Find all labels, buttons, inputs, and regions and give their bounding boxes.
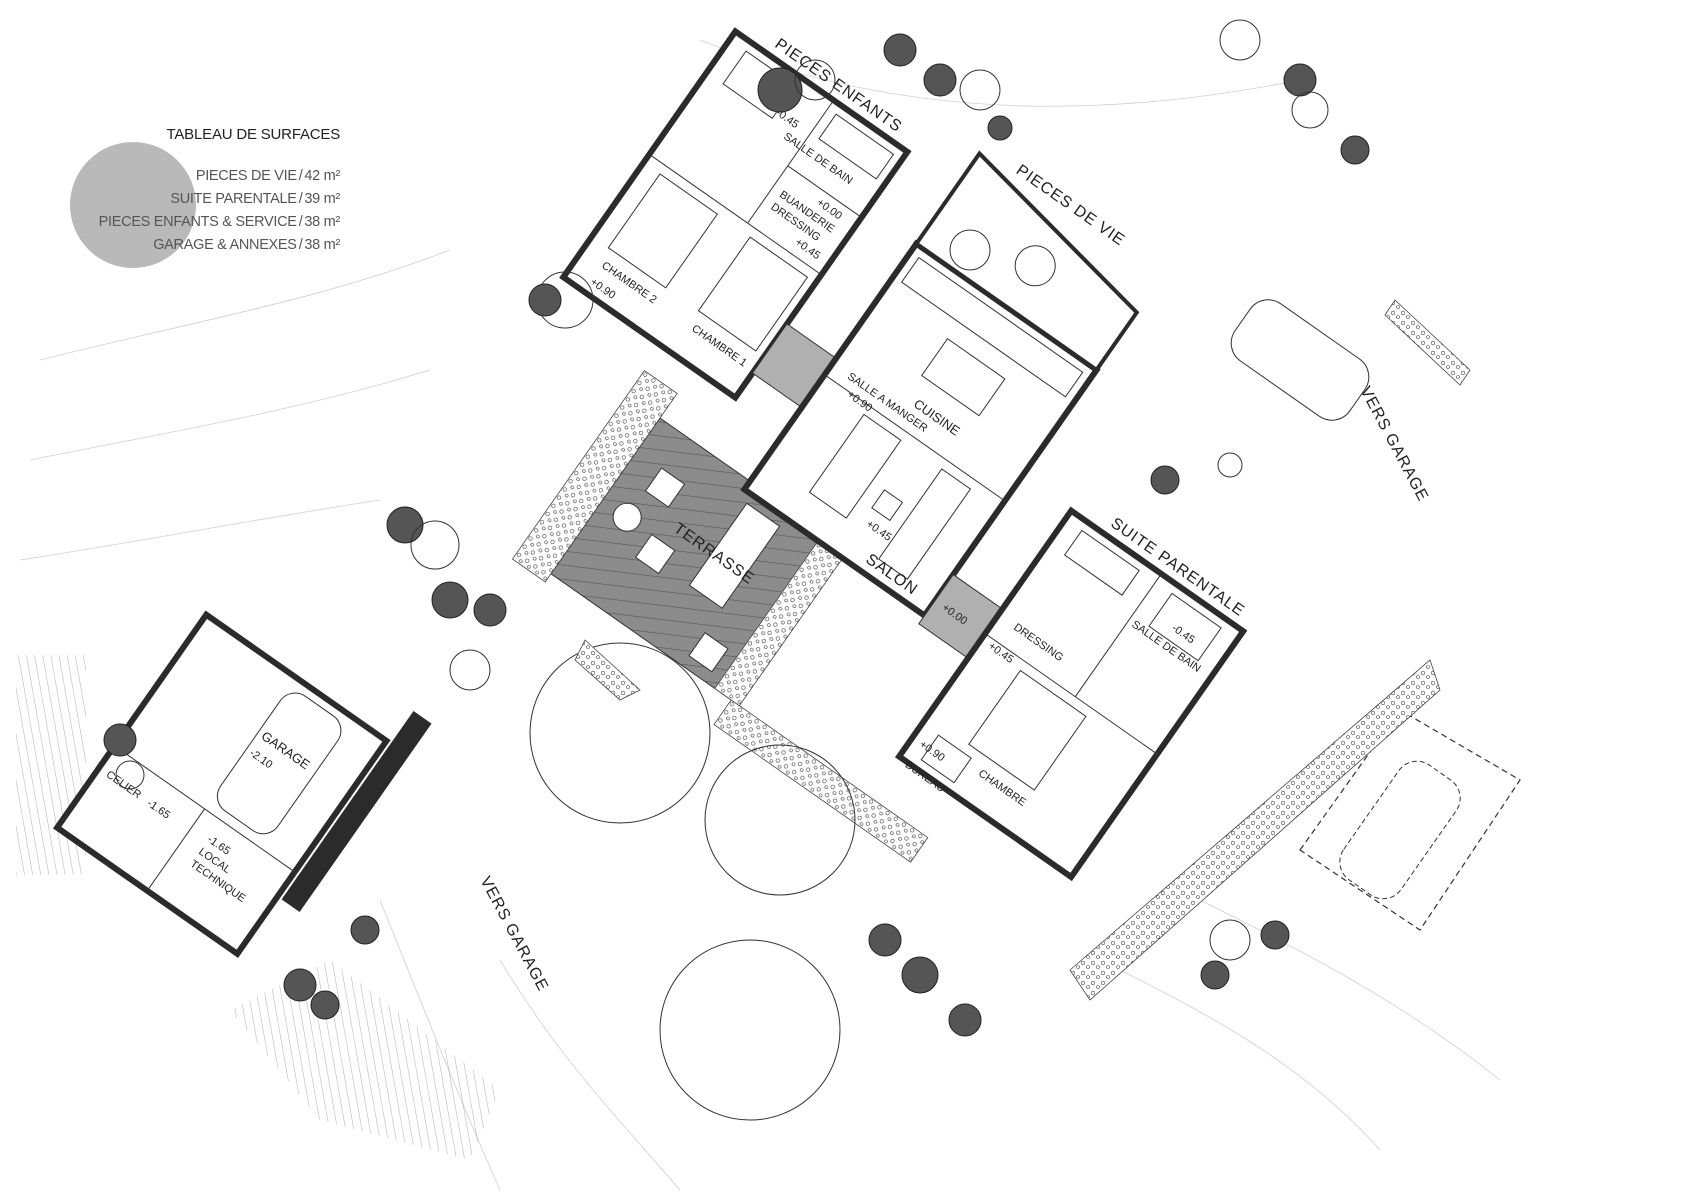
surface-table-title: TABLEAU DE SURFACES — [166, 126, 341, 143]
surface-row-area: 38 m² — [304, 237, 340, 253]
surface-row-area: 39 m² — [304, 191, 340, 207]
dining-table — [808, 413, 902, 519]
gravel-path-1 — [511, 370, 678, 583]
stone-walls — [574, 299, 1471, 1001]
legend-disc — [70, 142, 196, 268]
surface-row: PIECES DE VIE/42 m² — [196, 168, 340, 184]
garage-car — [216, 692, 342, 835]
bed-chambre1 — [697, 236, 809, 352]
car-parking — [1339, 760, 1461, 900]
vanity-parent — [1063, 529, 1140, 596]
surface-row-label: PIECES DE VIE — [195, 168, 297, 184]
garage-roof-slab — [281, 710, 432, 912]
surface-row-sep: / — [298, 237, 303, 253]
garage-plan: GARAGE -2.10 CELIER -1.65 LOCAL TECHNIQU… — [52, 610, 432, 959]
label-vers-garage-left: VERS GARAGE — [476, 874, 551, 995]
garden-table — [1014, 245, 1056, 287]
car-right — [1230, 299, 1370, 421]
coffee-table — [871, 489, 904, 522]
surface-row: PIECES ENFANTS & SERVICE/38 m² — [98, 214, 341, 230]
terrace-chair-2 — [634, 533, 676, 575]
surface-row-label: GARAGE & ANNEXES — [153, 237, 297, 253]
terrace-chair-3 — [688, 632, 729, 673]
terrace-table — [688, 502, 781, 609]
surface-row-label: SUITE PARENTALE — [170, 191, 297, 207]
parking-dashed — [1299, 709, 1521, 931]
bed-parent — [968, 669, 1087, 791]
surface-row-sep: / — [298, 191, 303, 207]
label-vers-garage-right: VERS GARAGE — [1356, 384, 1431, 505]
bathtub-parent — [1148, 592, 1222, 662]
bed-chambre2 — [607, 173, 719, 289]
surface-row-sep: / — [298, 168, 303, 184]
pieces-de-vie-deck — [913, 150, 1140, 373]
site-trees-large — [529, 642, 856, 1121]
surface-row-sep: / — [298, 214, 303, 230]
house-plan: PIECES ENFANTS CHAMBRE 2 CHAMBRE 1 SALLE… — [511, 27, 1248, 882]
surface-row: GARAGE & ANNEXES/38 m² — [153, 237, 340, 253]
surface-row-label: PIECES ENFANTS & SERVICE — [98, 214, 297, 230]
hatched-ground-bottom — [230, 960, 500, 1160]
site-trees-small — [103, 19, 1370, 1037]
vanity-enfants — [818, 113, 895, 180]
surface-row-area: 42 m² — [304, 168, 340, 184]
surface-table: TABLEAU DE SURFACES PIECES DE VIE/42 m² … — [60, 120, 340, 280]
surface-row: SUITE PARENTALE/39 m² — [170, 191, 340, 207]
gravel-path-2 — [713, 699, 929, 863]
desk-bureau — [920, 734, 972, 784]
kitchen-island — [921, 337, 1006, 417]
terrace-round-table — [612, 502, 642, 532]
sofa-salon — [877, 468, 972, 580]
terrace-chair-1 — [644, 467, 686, 508]
surface-row-area: 38 m² — [304, 214, 340, 230]
kitchen-counter — [900, 256, 1084, 398]
